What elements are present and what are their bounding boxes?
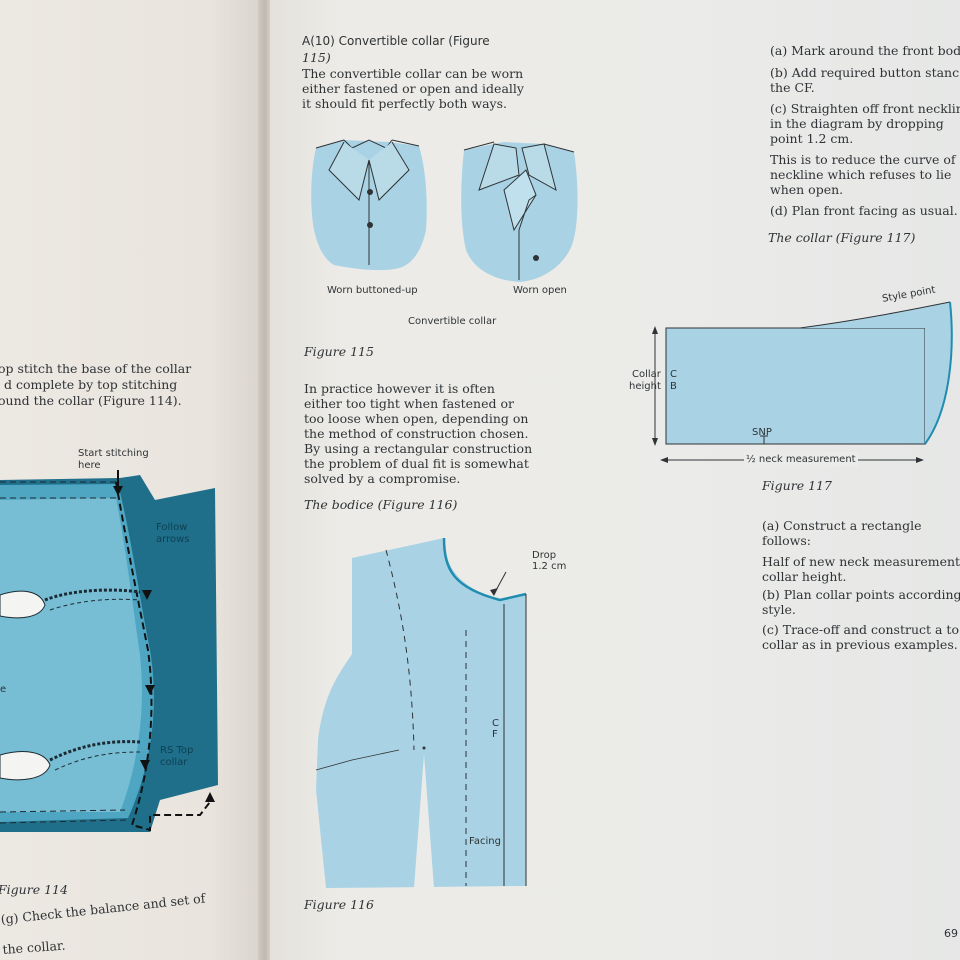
rs-top-collar-label: RS Top xyxy=(160,745,194,756)
section-heading-2: 115) xyxy=(302,50,331,65)
topstitch-line-3: ound the collar (Figure 114). xyxy=(0,393,182,408)
construct-a-2: follows: xyxy=(762,533,811,548)
cf-label-2: F xyxy=(492,729,498,740)
practice-line-6: the problem of dual fit is somewhat xyxy=(304,456,529,471)
practice-line-7: solved by a compromise. xyxy=(304,471,461,486)
page-number: 69 xyxy=(944,927,958,940)
neck-measurement-label: ½ neck measurement xyxy=(744,452,858,467)
construct-b-2: style. xyxy=(762,602,796,617)
figure-115-caption: Figure 115 xyxy=(304,344,374,359)
drop-label: Drop xyxy=(532,550,557,561)
intro-line-1: The convertible collar can be worn xyxy=(302,66,524,81)
convertible-collar-label: Convertible collar xyxy=(408,316,497,327)
cb-label-2: B xyxy=(670,381,677,392)
worn-open-label: Worn open xyxy=(513,285,567,296)
figure-117-caption: Figure 117 xyxy=(762,478,832,493)
intro-line-3: it should fit perfectly both ways. xyxy=(302,96,507,111)
follow-arrows-label-2: arrows xyxy=(156,534,190,545)
cb-label: C xyxy=(670,369,677,380)
figure-116-illustration xyxy=(315,537,527,888)
rs-top-collar-label-2: collar xyxy=(160,757,188,768)
half-neck-line-2: collar height. xyxy=(762,569,847,584)
figure-114-caption: Figure 114 xyxy=(0,882,68,897)
half-neck-line: Half of new neck measurement xyxy=(762,554,960,569)
practice-line-2: either too tight when fastened or xyxy=(304,396,514,411)
right-page: A(10) Convertible collar (Figure 115) Th… xyxy=(270,0,960,960)
construct-c: (c) Trace-off and construct a to xyxy=(762,622,959,637)
step-b: (b) Add required button stanc xyxy=(770,65,960,80)
drop-label-2: 1.2 cm xyxy=(532,561,567,572)
practice-line-5: By using a rectangular construction xyxy=(304,441,533,456)
step-c-3: point 1.2 cm. xyxy=(770,131,854,146)
practice-line-3: too loose when open, depending on xyxy=(304,411,529,426)
cf-label: C xyxy=(492,718,499,729)
collar-height-label: Collar xyxy=(631,369,661,380)
practice-line-4: the method of construction chosen. xyxy=(304,426,529,441)
step-b-2: the CF. xyxy=(770,80,815,95)
e-label: e xyxy=(0,684,7,695)
collar-caption: The collar (Figure 117) xyxy=(768,230,916,245)
figure-116-caption: Figure 116 xyxy=(304,897,374,912)
note-line-3: when open. xyxy=(770,182,844,197)
bodice-caption: The bodice (Figure 116) xyxy=(304,497,458,512)
follow-arrows-label: Follow xyxy=(156,522,188,533)
figure-117-illustration xyxy=(652,301,953,463)
construct-a: (a) Construct a rectangle xyxy=(762,518,922,533)
construct-b: (b) Plan collar points according t xyxy=(762,587,960,602)
start-stitching-label-2: here xyxy=(78,460,101,471)
collar-height-label-2: height xyxy=(629,381,661,392)
topstitch-line-1: op stitch the base of the collar xyxy=(0,361,192,376)
section-heading: A(10) Convertible collar (Figure xyxy=(302,34,490,48)
book-gutter xyxy=(258,0,272,960)
step-c: (c) Straighten off front necklin xyxy=(770,101,960,116)
construct-c-2: collar as in previous examples. xyxy=(762,637,958,652)
intro-line-2: either fastened or open and ideally xyxy=(302,81,524,96)
figure-114-illustration xyxy=(0,470,218,832)
note-line-2: neckline which refuses to lie xyxy=(770,167,952,182)
facing-label: Facing xyxy=(469,836,501,847)
figure-115-illustration xyxy=(311,139,578,282)
start-stitching-label: Start stitching xyxy=(78,448,149,459)
step-d: (d) Plan front facing as usual. xyxy=(770,203,958,218)
topstitch-line-2: d complete by top stitching xyxy=(4,377,178,392)
note-line-1: This is to reduce the curve of xyxy=(770,152,956,167)
left-page: op stitch the base of the collar d compl… xyxy=(0,0,262,960)
practice-line-1: In practice however it is often xyxy=(304,381,495,396)
snp-label: SNP xyxy=(752,427,772,438)
check-balance-line-2: the collar. xyxy=(2,937,66,957)
worn-buttoned-up-label: Worn buttoned-up xyxy=(327,285,418,296)
step-c-2: in the diagram by dropping xyxy=(770,116,944,131)
step-a: (a) Mark around the front bodi xyxy=(770,43,960,58)
